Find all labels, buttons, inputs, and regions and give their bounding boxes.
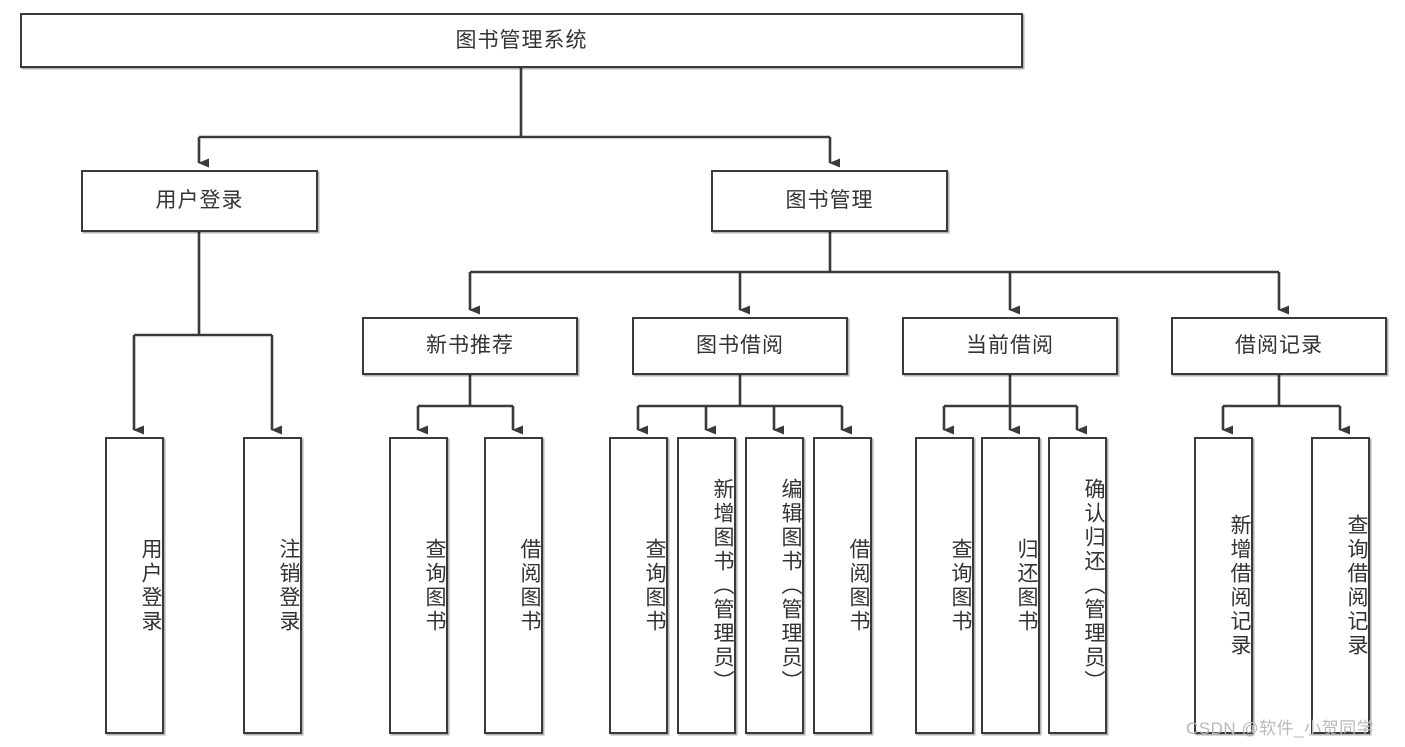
node-book-borrow[interactable]: 图书借阅 — [632, 317, 848, 375]
node-label: 新增借阅记录 — [1228, 513, 1251, 658]
node-label: 确认归还（管理员） — [1082, 477, 1105, 694]
node-label: 注销登录 — [277, 537, 300, 634]
node-label: 用户登录 — [155, 189, 244, 213]
node-label: 编辑图书（管理员） — [779, 477, 802, 694]
node-label: 查询图书 — [423, 537, 446, 634]
node-current-borrow[interactable]: 当前借阅 — [902, 317, 1118, 375]
node-label: 当前借阅 — [966, 334, 1054, 358]
leaf-query-book-recommend[interactable]: 查询图书 — [389, 437, 448, 734]
node-label: 借阅图书 — [847, 537, 870, 634]
leaf-edit-book-admin[interactable]: 编辑图书（管理员） — [745, 437, 804, 734]
leaf-query-book-borrow[interactable]: 查询图书 — [609, 437, 668, 734]
leaf-add-borrow-record[interactable]: 新增借阅记录 — [1194, 437, 1253, 734]
node-label: 图书借阅 — [696, 334, 784, 358]
node-root-book-management-system[interactable]: 图书管理系统 — [20, 13, 1023, 68]
leaf-user-login[interactable]: 用户登录 — [105, 437, 164, 734]
leaf-query-borrow-record[interactable]: 查询借阅记录 — [1311, 437, 1370, 734]
csdn-watermark: CSDN @软件_小贺同学 — [1186, 719, 1375, 738]
node-new-book-recommend[interactable]: 新书推荐 — [362, 317, 578, 375]
node-label: 图书管理 — [785, 189, 874, 213]
node-label: 查询图书 — [643, 537, 666, 634]
node-label: 借阅图书 — [518, 537, 541, 634]
leaf-confirm-return-admin[interactable]: 确认归还（管理员） — [1048, 437, 1107, 734]
node-user-login[interactable]: 用户登录 — [81, 170, 318, 232]
leaf-logout-login[interactable]: 注销登录 — [243, 437, 302, 734]
node-label: 查询借阅记录 — [1345, 513, 1368, 658]
node-label: 图书管理系统 — [455, 28, 588, 52]
leaf-add-book-admin[interactable]: 新增图书（管理员） — [677, 437, 736, 734]
node-book-management[interactable]: 图书管理 — [711, 170, 948, 232]
node-label: 新书推荐 — [426, 334, 514, 358]
node-borrow-record[interactable]: 借阅记录 — [1171, 317, 1387, 375]
leaf-borrow-book-recommend[interactable]: 借阅图书 — [484, 437, 543, 734]
leaf-return-book[interactable]: 归还图书 — [981, 437, 1040, 734]
node-label: 借阅记录 — [1235, 334, 1323, 358]
node-label: 用户登录 — [139, 537, 162, 634]
node-label: 查询图书 — [949, 537, 972, 634]
node-label: 归还图书 — [1015, 537, 1038, 634]
node-label: 新增图书（管理员） — [711, 477, 734, 694]
leaf-borrow-book-borrow[interactable]: 借阅图书 — [813, 437, 872, 734]
leaf-query-book-current[interactable]: 查询图书 — [915, 437, 974, 734]
